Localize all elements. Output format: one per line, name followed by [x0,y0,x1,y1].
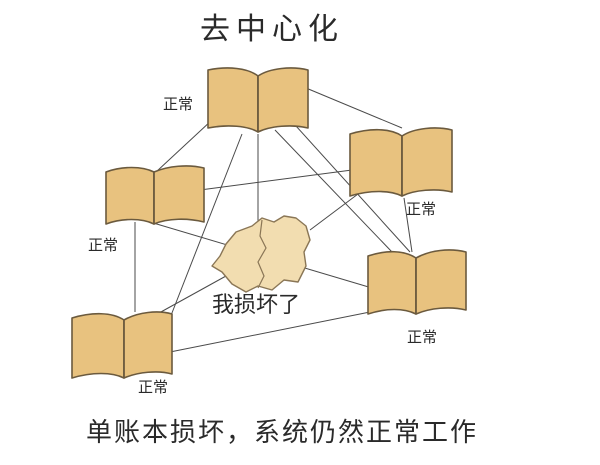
book-right-page [153,165,205,225]
book-right-page [257,67,309,133]
status-label-right-lower: 正常 [407,328,437,346]
book-left-page [71,312,125,379]
ledger-book-top [207,67,309,133]
book-right-page [123,311,173,379]
link-bottomleft-damaged [149,275,227,319]
link-rightupper-damaged [309,193,359,231]
status-label-bottom-left: 正常 [138,378,168,396]
diagram-title: 去中心化 [200,12,344,47]
book-left-page [349,128,403,197]
ledger-book-left-middle [105,165,205,225]
diagram-caption: 单账本损坏，系统仍然正常工作 [86,418,478,448]
status-label-left-middle: 正常 [88,236,118,254]
ledger-book-bottom-left [71,311,173,379]
book-left-page [105,166,155,225]
ledger-book-right-lower [367,249,467,315]
link-rightupper-rightlower [403,197,413,253]
damaged-ledger-shard [211,215,311,293]
ledger-book-right-upper [349,127,453,197]
link-top-leftmiddle [155,119,213,173]
link-top-rightupper [305,87,403,129]
book-right-page [415,249,467,315]
link-top-bottomleft [169,133,243,319]
status-label-top: 正常 [163,95,193,113]
book-right-page [401,127,453,197]
book-left-page [367,250,417,315]
link-leftmiddle-rightupper [199,169,353,191]
link-top-rightlower [274,129,393,253]
status-label-right-upper: 正常 [406,200,436,218]
damaged-ledger [211,215,311,293]
link-bottomleft-rightlower [169,311,371,353]
damaged-ledger-crack [257,219,267,289]
damaged-label: 我损坏了 [212,293,300,318]
book-left-page [207,67,259,133]
